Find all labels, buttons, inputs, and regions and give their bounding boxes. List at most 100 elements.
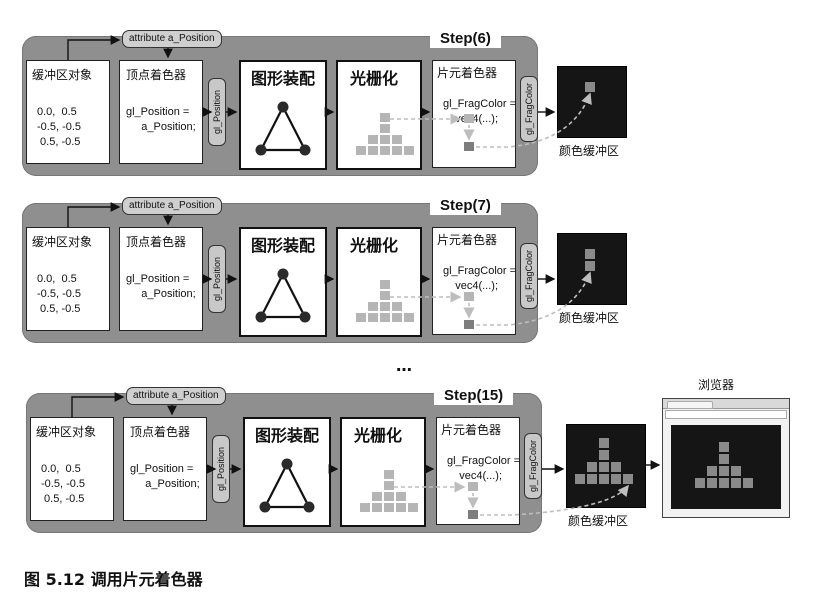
assembly-title: 图形装配 [251, 236, 316, 255]
vertex-shader-title: 顶点着色器 [130, 425, 191, 439]
buffer-title: 缓冲区对象 [36, 425, 97, 439]
framebuffer-pixel [585, 82, 595, 92]
framebuffer-pixel [575, 474, 585, 484]
ellipsis: … [396, 356, 414, 375]
fragment-in [468, 482, 478, 491]
fragment-in [464, 292, 474, 301]
buffer-object-box: 缓冲区对象 0.0, 0.5 -0.5, -0.5 0.5, -0.5 [26, 60, 110, 164]
raster-title: 光栅化 [350, 69, 399, 88]
step-label: Step(6) [430, 26, 501, 48]
raster-fragment [404, 313, 414, 322]
browser-pixel [719, 478, 729, 488]
raster-fragment [380, 280, 390, 289]
browser-pixel [719, 454, 729, 464]
buffer-values: 0.0, 0.5 -0.5, -0.5 0.5, -0.5 [37, 273, 82, 315]
attribute-tag: attribute a_Position [122, 197, 222, 215]
rasterization-box: 光栅化 [336, 227, 422, 337]
browser-window [662, 398, 790, 518]
framebuffer-pixel [587, 462, 597, 472]
buffer-title: 缓冲区对象 [32, 68, 93, 82]
framebuffer-pixel [599, 450, 609, 460]
fragment-out [464, 320, 474, 329]
framebuffer-pixel [611, 462, 621, 472]
raster-fragment [360, 503, 370, 512]
raster-fragment [368, 135, 378, 144]
raster-fragment [408, 503, 418, 512]
raster-fragment [384, 481, 394, 490]
raster-fragment [372, 503, 382, 512]
browser-pixel [719, 442, 729, 452]
browser-pixel [731, 478, 741, 488]
raster-fragment [392, 146, 402, 155]
raster-title: 光栅化 [350, 236, 399, 255]
buffer-object-box: 缓冲区对象 0.0, 0.5 -0.5, -0.5 0.5, -0.5 [26, 227, 110, 331]
fragment-out [464, 142, 474, 151]
framebuffer-pixel [623, 474, 633, 484]
fragment-shader-title: 片元着色器 [437, 233, 498, 247]
raster-fragment [380, 302, 390, 311]
browser-tab [667, 401, 713, 409]
raster-fragment [392, 302, 402, 311]
browser-pixel [707, 466, 717, 476]
browser-tab-bar [663, 399, 789, 409]
framebuffer-pixel [585, 249, 595, 259]
raster-fragment [380, 135, 390, 144]
browser-pixel [731, 466, 741, 476]
fragment-shader-title: 片元着色器 [441, 423, 502, 437]
rasterization-box: 光栅化 [336, 60, 422, 170]
raster-fragment [372, 492, 382, 501]
raster-fragment [396, 503, 406, 512]
raster-fragment [368, 313, 378, 322]
browser-pixel [719, 466, 729, 476]
raster-fragment [380, 124, 390, 133]
vertex-shader-box: 顶点着色器 gl_Position = a_Position; [119, 60, 203, 164]
raster-fragment [356, 313, 366, 322]
raster-fragment [384, 470, 394, 479]
framebuffer-pixel [585, 261, 595, 271]
fragment-shader-title: 片元着色器 [437, 66, 498, 80]
assembly-title: 图形装配 [251, 69, 316, 88]
browser-label: 浏览器 [698, 378, 735, 392]
attribute-tag: attribute a_Position [126, 387, 226, 405]
raster-fragment [368, 146, 378, 155]
buffer-title: 缓冲区对象 [32, 235, 93, 249]
browser-pixel [707, 478, 717, 488]
vertex-shader-code: gl_Position = a_Position; [126, 273, 196, 300]
raster-title: 光栅化 [354, 426, 403, 445]
framebuffer-pixel [599, 438, 609, 448]
browser-pixel [695, 478, 705, 488]
fragment-out [468, 510, 478, 519]
step-label: Step(7) [430, 193, 501, 215]
assembly-title: 图形装配 [255, 426, 320, 445]
framebuffer-pixel [611, 474, 621, 484]
browser-address-bar [665, 410, 787, 419]
raster-fragment [356, 146, 366, 155]
buffer-object-box: 缓冲区对象 0.0, 0.5 -0.5, -0.5 0.5, -0.5 [30, 417, 114, 521]
step-label: Step(15) [434, 383, 514, 405]
raster-fragment [380, 313, 390, 322]
raster-fragment [392, 313, 402, 322]
raster-fragment [384, 492, 394, 501]
framebuffer-pixel [587, 474, 597, 484]
raster-fragment [368, 302, 378, 311]
fragment-shader-code: gl_FragColor = vec4(...); [447, 455, 521, 482]
framebuffer-label: 颜色缓冲区 [568, 514, 629, 528]
buffer-values: 0.0, 0.5 -0.5, -0.5 0.5, -0.5 [41, 463, 86, 505]
raster-fragment [380, 146, 390, 155]
raster-fragment [380, 113, 390, 122]
framebuffer-pixel [599, 474, 609, 484]
fragment-in [464, 114, 474, 123]
raster-fragment [384, 503, 394, 512]
attribute-tag: attribute a_Position [122, 30, 222, 48]
vertex-shader-title: 顶点着色器 [126, 68, 187, 82]
raster-fragment [380, 291, 390, 300]
figure-caption: 图 5.12 调用片元着色器 [24, 570, 203, 589]
buffer-values: 0.0, 0.5 -0.5, -0.5 0.5, -0.5 [37, 106, 82, 148]
browser-pixel [743, 478, 753, 488]
vertex-shader-code: gl_Position = a_Position; [126, 106, 196, 133]
raster-fragment [404, 146, 414, 155]
framebuffer-pixel [599, 462, 609, 472]
